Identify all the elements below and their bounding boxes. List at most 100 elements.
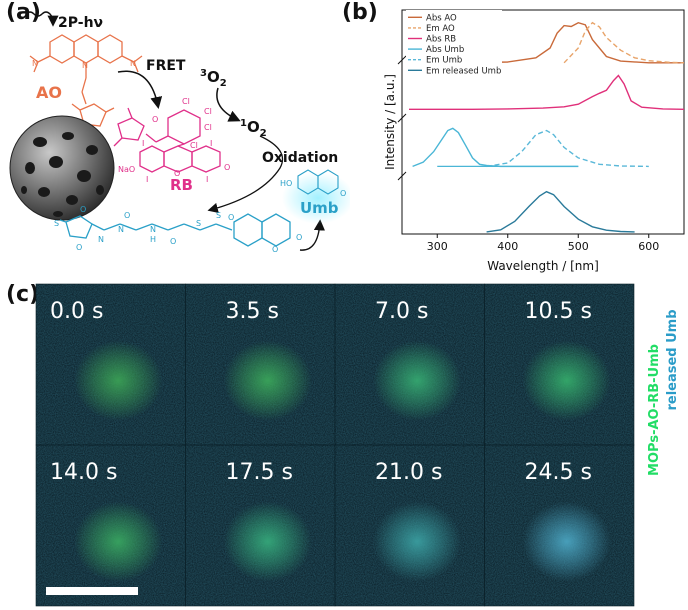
- linker-s-1: S: [54, 219, 59, 228]
- coumarin-o-ring: O: [272, 245, 278, 254]
- umb-label: Umb: [300, 199, 339, 217]
- umb-o: O: [340, 189, 346, 198]
- linker-s-3: S: [216, 211, 221, 220]
- linker-o-5: O: [124, 211, 130, 220]
- excitation-label: 2P-hν: [58, 15, 103, 31]
- reaction-scheme: 2P-hν N N N AO S FRET 3O2 1O2 Oxidation: [9, 11, 350, 254]
- legend-label-6: Em released Umb: [426, 66, 501, 76]
- rb-i-1: I: [142, 139, 144, 148]
- x-axis-title: Wavelength / [nm]: [487, 259, 599, 273]
- triplet-oxygen: 3O2: [200, 68, 227, 89]
- y-axis-break-2: [397, 113, 407, 123]
- linker-o-3: O: [170, 237, 176, 246]
- rb-nao: NaO: [118, 165, 135, 174]
- ao-label: AO: [36, 83, 62, 102]
- x-tick-label-4: 600: [638, 240, 659, 253]
- linker-n-3: N: [118, 225, 124, 234]
- umb-glow: [282, 172, 350, 224]
- linker-n-2: N: [150, 225, 156, 234]
- fluorescent-spot-7: [373, 501, 462, 582]
- series-line-3: [409, 74, 685, 110]
- rb-o-ester: O: [152, 115, 158, 124]
- rb-i-3: I: [146, 175, 148, 184]
- fret-arrow: [117, 70, 163, 109]
- ao-n-right: N: [130, 59, 136, 68]
- ao-n-center: N: [82, 61, 88, 70]
- rb-o-right: O: [224, 163, 230, 172]
- panel-label-b: (b): [342, 0, 378, 25]
- y-axis-break-1: [397, 55, 407, 65]
- fluorescent-spot-8: [522, 501, 611, 582]
- series-line-6: [486, 190, 635, 233]
- panel-label-c: (c): [6, 282, 40, 307]
- microscopy-frame-8: 24.5 s: [484, 444, 635, 607]
- linker-s-2: S: [196, 219, 201, 228]
- release-arrow: [299, 219, 326, 251]
- y-axis-break-3: [397, 171, 407, 181]
- legend-label-1: Abs AO: [426, 13, 457, 23]
- umb-linker: [59, 215, 233, 239]
- coumarin-o-carbonyl: O: [296, 233, 302, 242]
- rb-i-2: I: [210, 139, 212, 148]
- ao-n-left: N: [32, 59, 38, 68]
- frame-time-3: 7.0 s: [375, 299, 428, 324]
- fluorescent-spot-3: [373, 340, 462, 421]
- side-label-released-umb: released Umb: [665, 309, 680, 410]
- rb-cl-1: Cl: [182, 97, 190, 106]
- legend-box: [406, 10, 502, 78]
- microscopy-frame-4: 10.5 s: [484, 283, 635, 446]
- oxygen-arrow: [216, 87, 241, 122]
- y-axis-title: Intensity / [a.u.]: [383, 74, 397, 170]
- x-tick-label-2: 400: [497, 240, 518, 253]
- umb-ho: HO: [280, 179, 292, 188]
- fret-label: FRET: [146, 58, 186, 74]
- y-axis-breaks: [397, 55, 407, 181]
- fluorescent-spot-6: [223, 501, 312, 582]
- fluorescent-spot-5: [74, 501, 163, 582]
- legend-label-5: Em Umb: [426, 56, 462, 66]
- rb-i-4: I: [206, 175, 208, 184]
- frame-time-6: 17.5 s: [226, 460, 293, 485]
- microscopy-frame-1: 0.0 s: [35, 283, 186, 446]
- mop-sphere: [9, 115, 115, 221]
- linker-h: H: [150, 235, 156, 244]
- fluorescent-spot-1: [74, 340, 163, 421]
- rb-structure: [139, 109, 221, 173]
- oxidation-arrow: [207, 135, 284, 213]
- side-label-mops: MOPs-AO-RB-Umb: [647, 344, 662, 476]
- legend-label-4: Abs Umb: [426, 45, 464, 55]
- frame-time-5: 14.0 s: [50, 460, 117, 485]
- scale-bar: [46, 587, 138, 595]
- rb-cl-2: Cl: [204, 107, 212, 116]
- frame-time-7: 21.0 s: [375, 460, 442, 485]
- linker-n-1: N: [98, 235, 104, 244]
- frame-time-2: 3.5 s: [226, 299, 279, 324]
- linker-o-2: O: [76, 243, 82, 252]
- x-tick-label-1: 300: [427, 240, 448, 253]
- frame-time-4: 10.5 s: [525, 299, 592, 324]
- singlet-oxygen: 1O2: [240, 118, 267, 139]
- series-line-5: [486, 129, 649, 168]
- excitation-wave: [25, 11, 59, 27]
- rb-o-center: O: [174, 169, 180, 178]
- rb-maleimide: [113, 107, 145, 147]
- frame-time-8: 24.5 s: [525, 460, 592, 485]
- panel-label-a: (a): [6, 0, 41, 25]
- series-line-2: [563, 21, 685, 64]
- microscopy-frame-2: 3.5 s: [185, 283, 336, 446]
- rb-cl-4: Cl: [190, 141, 198, 150]
- fluorescent-spot-4: [522, 340, 611, 421]
- released-umb-structure: [297, 169, 339, 195]
- oxidation-label: Oxidation: [262, 150, 338, 166]
- fluorescent-spot-2: [223, 340, 312, 421]
- frame-time-1: 0.0 s: [50, 299, 103, 324]
- microscopy-panel: 0.0 s 3.5 s 7.0 s 10.5 s 14.0 s 17.5 s 21.0 s 2…: [35, 283, 680, 607]
- microscopy-frame-7: 21.0 s: [334, 444, 485, 607]
- linker-o-4: O: [228, 213, 234, 222]
- microscopy-frame-6: 17.5 s: [185, 444, 336, 607]
- frame-border-8: [484, 444, 635, 607]
- ao-structure: [29, 34, 143, 105]
- legend-label-3: Abs RB: [426, 35, 456, 45]
